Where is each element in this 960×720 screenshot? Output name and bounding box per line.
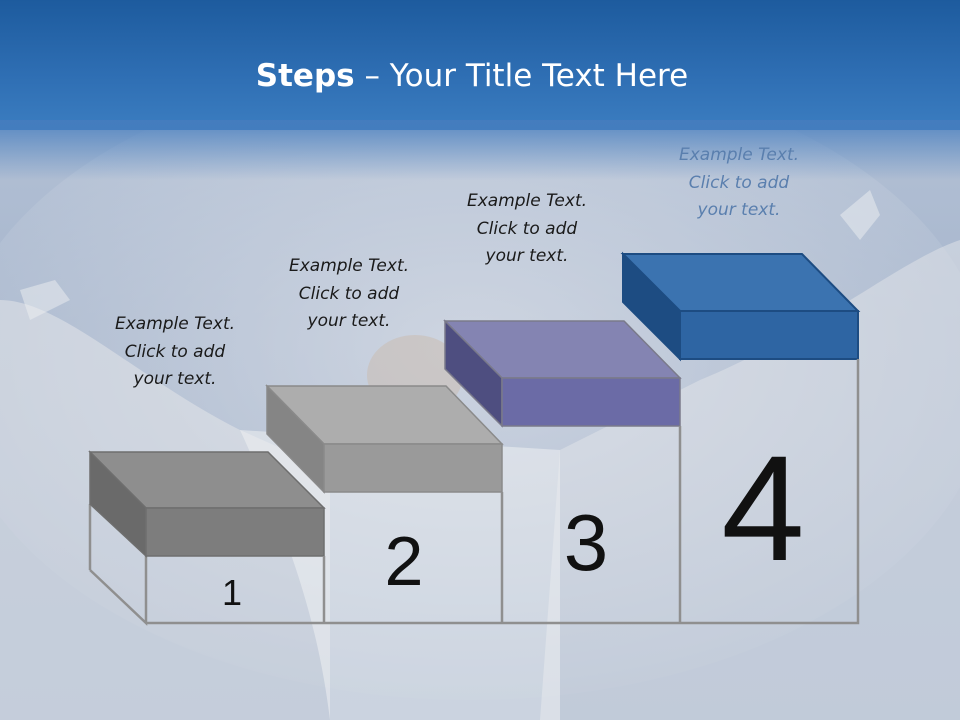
step-1-number: 1 [222,572,242,613]
step-4-caption-line-3: your text. [697,200,781,220]
step-3-caption-line-2: Click to add [476,218,578,239]
step-1-caption-line-2: Click to add [124,341,226,362]
step-4[interactable]: 4 [620,251,861,592]
step-3-caption-line-1: Example Text. [466,191,588,211]
step-2[interactable]: 2 [265,384,504,600]
step-2-box-front [323,443,503,493]
step-3-caption-line-3: your text. [485,246,569,266]
step-3-caption[interactable]: Example Text. Click to add your text. [442,188,612,271]
slide-title-rest: – Your Title Text Here [354,58,689,94]
step-4-caption[interactable]: Example Text. Click to add your text. [654,142,824,225]
title-bar [0,0,960,130]
step-4-box-front [679,310,859,360]
step-1-caption-line-3: your text. [133,369,217,389]
step-1[interactable]: 1 [88,450,326,626]
step-2-caption-line-3: your text. [307,311,391,331]
step-1-caption[interactable]: Example Text. Click to add your text. [90,311,260,394]
step-1-caption-line-1: Example Text. [114,314,236,334]
step-2-caption-line-2: Click to add [298,283,400,304]
step-4-caption-line-1: Example Text. [678,145,800,165]
step-3-number: 3 [564,498,609,587]
slide-title[interactable]: Steps – Your Title Text Here [0,56,944,96]
step-2-number: 2 [385,522,424,600]
step-1-box-front [145,507,325,557]
title-bar-fade [0,120,960,180]
steps-outline [146,359,860,625]
slide-title-bold: Steps [255,58,355,94]
step-2-caption[interactable]: Example Text. Click to add your text. [264,253,434,336]
step-3-box-front [501,377,681,427]
step-4-caption-line-2: Click to add [688,172,790,193]
step-3[interactable]: 3 [443,319,682,587]
step-2-caption-line-1: Example Text. [288,256,410,276]
step-4-number: 4 [721,424,804,592]
